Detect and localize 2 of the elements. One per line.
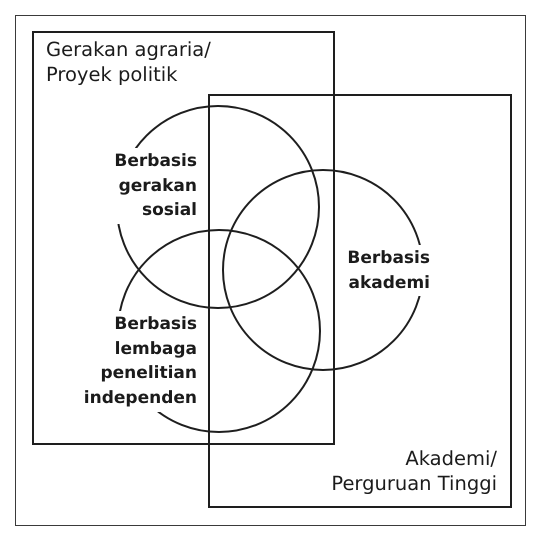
region-box <box>32 31 335 445</box>
region-box <box>208 94 512 508</box>
